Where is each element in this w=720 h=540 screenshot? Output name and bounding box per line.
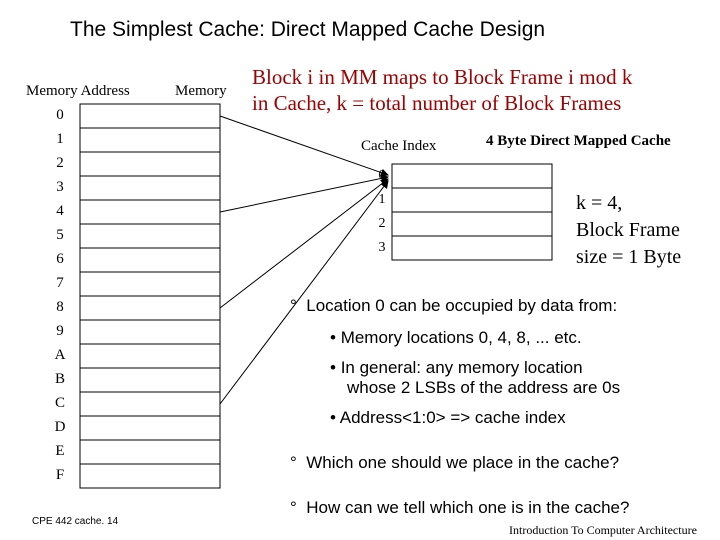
memory-address-6: 6 xyxy=(56,251,64,267)
memory-address-e: E xyxy=(55,443,65,459)
memory-address-f: F xyxy=(55,467,65,483)
mapping-arrows xyxy=(219,115,389,405)
sub-bullet-2: • In general: any memory location xyxy=(330,358,583,378)
cache-index-3: 3 xyxy=(378,240,386,255)
bullet-3-text: How can we tell which one is in the cach… xyxy=(306,498,630,517)
cache-index-0: 0 xyxy=(378,168,386,183)
arrow-mem0-to-cache0 xyxy=(219,115,389,177)
cache-column xyxy=(391,163,553,261)
k-info-line2: Block Frame xyxy=(576,219,680,241)
memory-address-1: 1 xyxy=(56,131,64,147)
memory-address-9: 9 xyxy=(56,323,64,339)
footer-course-title: Introduction To Computer Architecture xyxy=(509,523,697,537)
cache-index-1: 1 xyxy=(378,192,386,207)
sub-bullet-marker-icon: • xyxy=(330,358,336,377)
sub-bullet-1-text: Memory locations 0, 4, 8, ... etc. xyxy=(340,328,582,347)
memory-address-5: 5 xyxy=(56,227,64,243)
bullet-marker-icon: ° xyxy=(290,498,297,517)
cache-title: 4 Byte Direct Mapped Cache xyxy=(486,133,671,149)
memory-header: Memory xyxy=(175,83,227,99)
memory-address-0: 0 xyxy=(56,107,64,123)
cache-index-header: Cache Index xyxy=(361,138,437,154)
bullet-1-text: Location 0 can be occupied by data from: xyxy=(306,296,618,315)
arrow-mem4-to-cache0 xyxy=(219,174,389,213)
sub-bullet-marker-icon: • xyxy=(330,408,336,427)
k-info: k = 4, Block Frame size = 1 Byte xyxy=(576,190,681,271)
slide-title: The Simplest Cache: Direct Mapped Cache … xyxy=(70,18,546,41)
sub-bullet-3-text: Address<1:0> => cache index xyxy=(339,408,566,427)
memory-address-3: 3 xyxy=(56,179,64,195)
bullet-marker-icon: ° xyxy=(290,453,297,472)
memory-address-2: 2 xyxy=(56,155,64,171)
memory-column xyxy=(79,103,221,489)
arrow-memc-to-cache0 xyxy=(219,180,389,405)
sub-bullet-2-text-line1: In general: any memory location xyxy=(340,358,583,377)
memory-address-7: 7 xyxy=(56,275,64,291)
bullet-marker-icon: ° xyxy=(290,296,297,315)
memory-address-c: C xyxy=(54,395,65,411)
mapping-rule: Block i in MM maps to Block Frame i mod … xyxy=(252,64,632,116)
memory-address-header: Memory Address xyxy=(26,83,130,99)
memory-address-b: B xyxy=(54,371,65,387)
k-info-line1: k = 4, xyxy=(576,192,623,214)
sub-bullet-3: • Address<1:0> => cache index xyxy=(330,408,566,428)
bullet-3: ° How can we tell which one is in the ca… xyxy=(290,498,629,518)
bullet-2: ° Which one should we place in the cache… xyxy=(290,453,619,473)
memory-address-d: D xyxy=(54,419,66,435)
sub-bullet-1: • Memory locations 0, 4, 8, ... etc. xyxy=(330,328,582,348)
mapping-rule-line1: Block i in MM maps to Block Frame i mod … xyxy=(252,65,633,89)
footer-course-page: CPE 442 cache. 14 xyxy=(32,516,119,527)
sub-bullet-marker-icon: • xyxy=(330,328,336,347)
k-info-line3: size = 1 Byte xyxy=(576,246,682,268)
memory-address-4: 4 xyxy=(56,203,64,219)
memory-address-8: 8 xyxy=(56,299,64,315)
arrow-mem8-to-cache0 xyxy=(219,178,389,309)
mapping-rule-line2: in Cache, k = total number of Block Fram… xyxy=(252,91,622,115)
bullet-2-text: Which one should we place in the cache? xyxy=(306,453,620,472)
cache-index-2: 2 xyxy=(378,216,386,231)
sub-bullet-2-continuation: whose 2 LSBs of the address are 0s xyxy=(347,378,621,397)
bullet-1: ° Location 0 can be occupied by data fro… xyxy=(290,296,617,316)
memory-address-a: A xyxy=(54,347,66,363)
